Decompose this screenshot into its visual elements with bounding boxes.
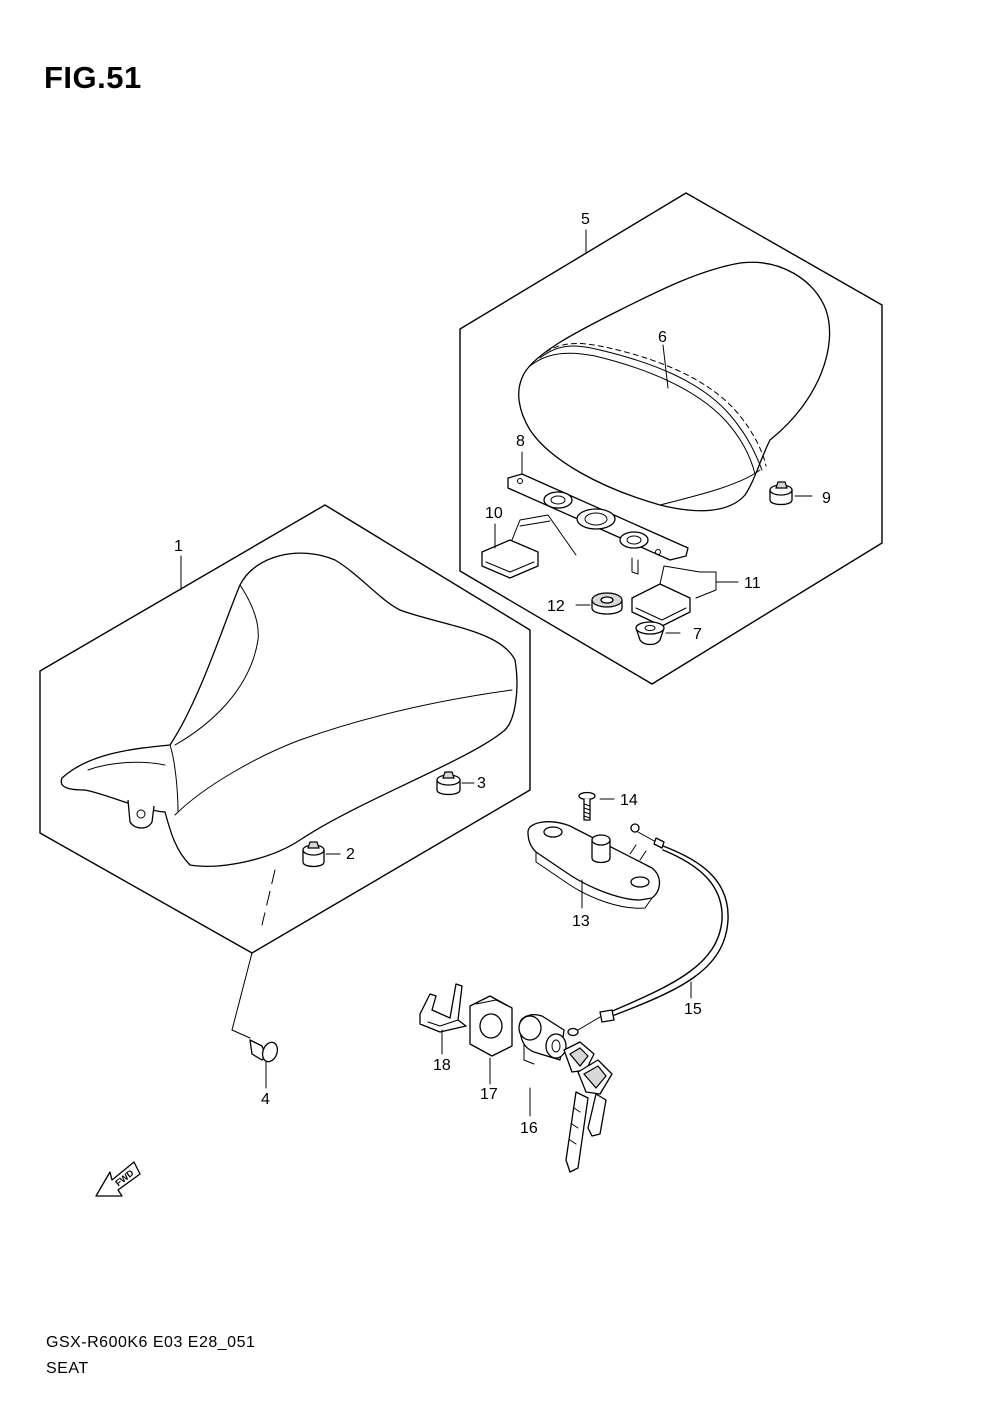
callout-5: 5 <box>581 211 590 228</box>
part-13-lock-bracket <box>527 821 661 909</box>
front-seat-group <box>39 504 531 1039</box>
figure-title: FIG.51 <box>44 60 142 95</box>
callout-13: 13 <box>572 913 590 930</box>
callout-15: 15 <box>684 1001 702 1018</box>
diagram-code: GSX-R600K6 E03 E28_051 <box>46 1334 256 1351</box>
part-10-seat-hook <box>481 514 577 579</box>
part-15-seat-lock-cable <box>567 823 729 1037</box>
rear-seat-frame <box>459 192 883 685</box>
callout-6: 6 <box>658 329 667 346</box>
callout-16: 16 <box>520 1120 538 1137</box>
callout-9: 9 <box>822 490 831 507</box>
fwd-arrow-icon: FWD <box>95 1161 141 1197</box>
callout-3: 3 <box>477 775 486 792</box>
callout-7: 7 <box>693 626 702 643</box>
front-seat-frame <box>39 504 531 954</box>
callout-4: 4 <box>261 1091 270 1108</box>
part-9-cushion-grommet <box>769 481 813 506</box>
rear-seat-cushion <box>518 261 831 512</box>
callout-11: 11 <box>744 575 761 592</box>
part-18-clip <box>419 983 467 1055</box>
part-8-seat-bracket <box>507 451 689 575</box>
callout-14: 14 <box>620 792 638 809</box>
part-12-nut <box>575 592 623 615</box>
callout-1: 1 <box>174 538 183 555</box>
callout-2: 2 <box>346 846 355 863</box>
callout-18: 18 <box>433 1057 451 1074</box>
part-16-seat-lock <box>518 1014 613 1173</box>
part-14-screw <box>578 791 615 821</box>
part-2-cushion-grommet <box>302 841 341 868</box>
rear-seat-group <box>459 192 883 685</box>
front-seat-cushion <box>60 552 518 867</box>
diagram-name: SEAT <box>46 1360 89 1377</box>
part-4-bolt <box>249 1039 279 1089</box>
part-17-lock-plate <box>469 995 513 1085</box>
part-11-seat-hook <box>631 565 739 627</box>
callout-10: 10 <box>485 505 503 522</box>
callout-17: 17 <box>480 1086 498 1103</box>
callout-8: 8 <box>516 433 525 450</box>
part-3-cushion-grommet <box>436 771 475 796</box>
callout-12: 12 <box>547 598 565 615</box>
part-7-nut <box>635 621 681 646</box>
